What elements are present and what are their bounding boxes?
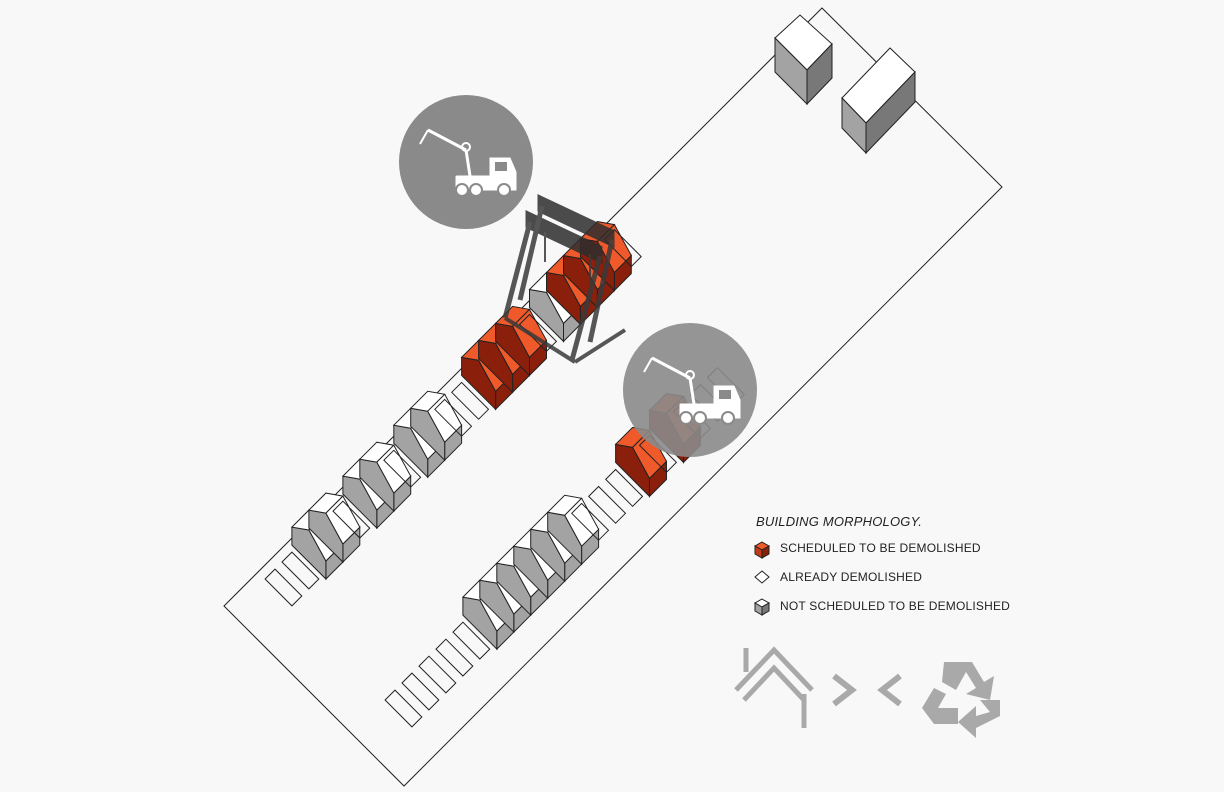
- legend-swatch-empty: [754, 570, 770, 584]
- legend-label: ALREADY DEMOLISHED: [780, 570, 923, 584]
- lot-empty: [401, 672, 440, 711]
- lot-empty: [435, 638, 474, 677]
- crane-truck-badge: [399, 95, 533, 229]
- lot-empty: [604, 468, 644, 508]
- lot-empty: [434, 398, 473, 437]
- site-boundary: [223, 7, 1003, 787]
- crane-truck-badge: [623, 323, 757, 457]
- lot-empty: [518, 313, 558, 353]
- tower-building: [774, 14, 833, 106]
- lot-empty: [332, 500, 371, 539]
- legend-label: NOT SCHEDULED TO BE DEMOLISHED: [780, 599, 1011, 613]
- lot-empty: [281, 551, 320, 590]
- lot-empty: [418, 655, 457, 694]
- lot-empty: [587, 485, 627, 524]
- crane-truck-icon: [643, 356, 741, 425]
- crane-truck-icon: [419, 128, 517, 197]
- lot-empty: [383, 449, 422, 488]
- chevron-left-icon: [877, 673, 902, 707]
- lower-building-row: [384, 366, 746, 728]
- chevron-right-icon: [832, 673, 857, 707]
- house-icon: [734, 646, 814, 728]
- building-keep: [409, 390, 463, 462]
- legend-label: SCHEDULED TO BE DEMOLISHED: [780, 541, 981, 555]
- building-demolish: [614, 426, 668, 498]
- gantry-crane-icon: [502, 194, 627, 364]
- recycle-icon: [922, 662, 1000, 738]
- legend-item-keep: NOT SCHEDULED TO BE DEMOLISHED: [754, 598, 1010, 614]
- lot-empty: [384, 689, 423, 728]
- legend-item-already: ALREADY DEMOLISHED: [754, 569, 922, 585]
- block-outline: [223, 7, 1003, 787]
- building-keep: [546, 494, 600, 566]
- building-keep: [307, 492, 361, 564]
- legend-swatch-demolish: [753, 541, 771, 559]
- legend-item-demolish: SCHEDULED TO BE DEMOLISHED: [754, 540, 981, 556]
- lot-empty: [450, 381, 490, 420]
- lot-empty: [570, 502, 610, 541]
- legend-swatch-keep: [753, 598, 771, 616]
- lot-empty: [264, 568, 303, 607]
- tower-building: [841, 47, 916, 155]
- lot-empty: [452, 621, 491, 660]
- building-keep: [358, 441, 412, 513]
- legend-title: BUILDING MORPHOLOGY.: [756, 514, 923, 529]
